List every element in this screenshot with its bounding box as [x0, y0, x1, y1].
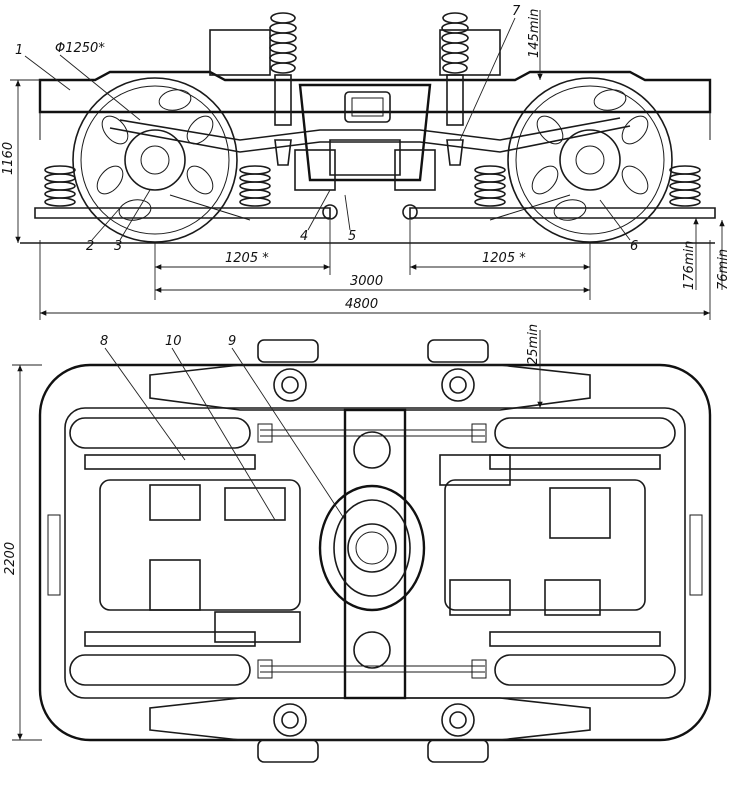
- callout-9: 9: [228, 334, 236, 349]
- callout-5: 5: [348, 229, 356, 244]
- dim-76min: 76min: [716, 249, 731, 290]
- plan-springs: [257, 339, 489, 763]
- callout-8: 8: [100, 334, 108, 349]
- plan-outer-frame: [38, 363, 712, 742]
- axlebox-springs: [44, 165, 701, 207]
- dim-1205-right: 1205 *: [482, 251, 526, 266]
- bolster: [294, 83, 436, 191]
- plan-brake-rods: [257, 423, 487, 679]
- text-labels: 1 Φ1250* 7 2 3 4 5 6 1205 * 1205 * 3000 …: [15, 4, 638, 349]
- dim-25min: 25min: [526, 324, 541, 365]
- left-wheel: [72, 77, 238, 243]
- brake-rigging: [34, 194, 716, 221]
- callout-6: 6: [630, 239, 638, 254]
- side-dimension-lines: [10, 10, 725, 320]
- callout-2: 2: [86, 239, 94, 254]
- plan-wheelsets: [69, 417, 676, 686]
- side-elevation: [10, 10, 725, 320]
- callout-1: 1: [15, 43, 23, 58]
- callout-4: 4: [300, 229, 308, 244]
- side-leaders: [24, 17, 631, 241]
- bogie-frame: [38, 29, 712, 153]
- plan-view: [12, 330, 712, 763]
- plan-dimension-lines: [12, 330, 543, 741]
- wheel-diameter-label: Φ1250*: [55, 41, 105, 56]
- rotated-labels: 1160 145min 176min 76min 2200 25min: [1, 9, 731, 575]
- top-springs: [269, 12, 469, 166]
- dim-4800: 4800: [345, 297, 378, 312]
- callout-3: 3: [114, 239, 122, 254]
- dim-1160: 1160: [1, 142, 16, 175]
- dim-1205-left: 1205 *: [225, 251, 269, 266]
- dim-2200: 2200: [3, 542, 18, 575]
- dim-176min: 176min: [682, 241, 697, 290]
- right-wheel: [507, 77, 673, 243]
- callout-10: 10: [165, 334, 182, 349]
- dim-3000: 3000: [350, 274, 383, 289]
- plan-motors: [99, 454, 646, 643]
- callout-7: 7: [512, 4, 521, 19]
- dim-145min: 145min: [527, 9, 542, 58]
- plan-bolster: [318, 408, 426, 700]
